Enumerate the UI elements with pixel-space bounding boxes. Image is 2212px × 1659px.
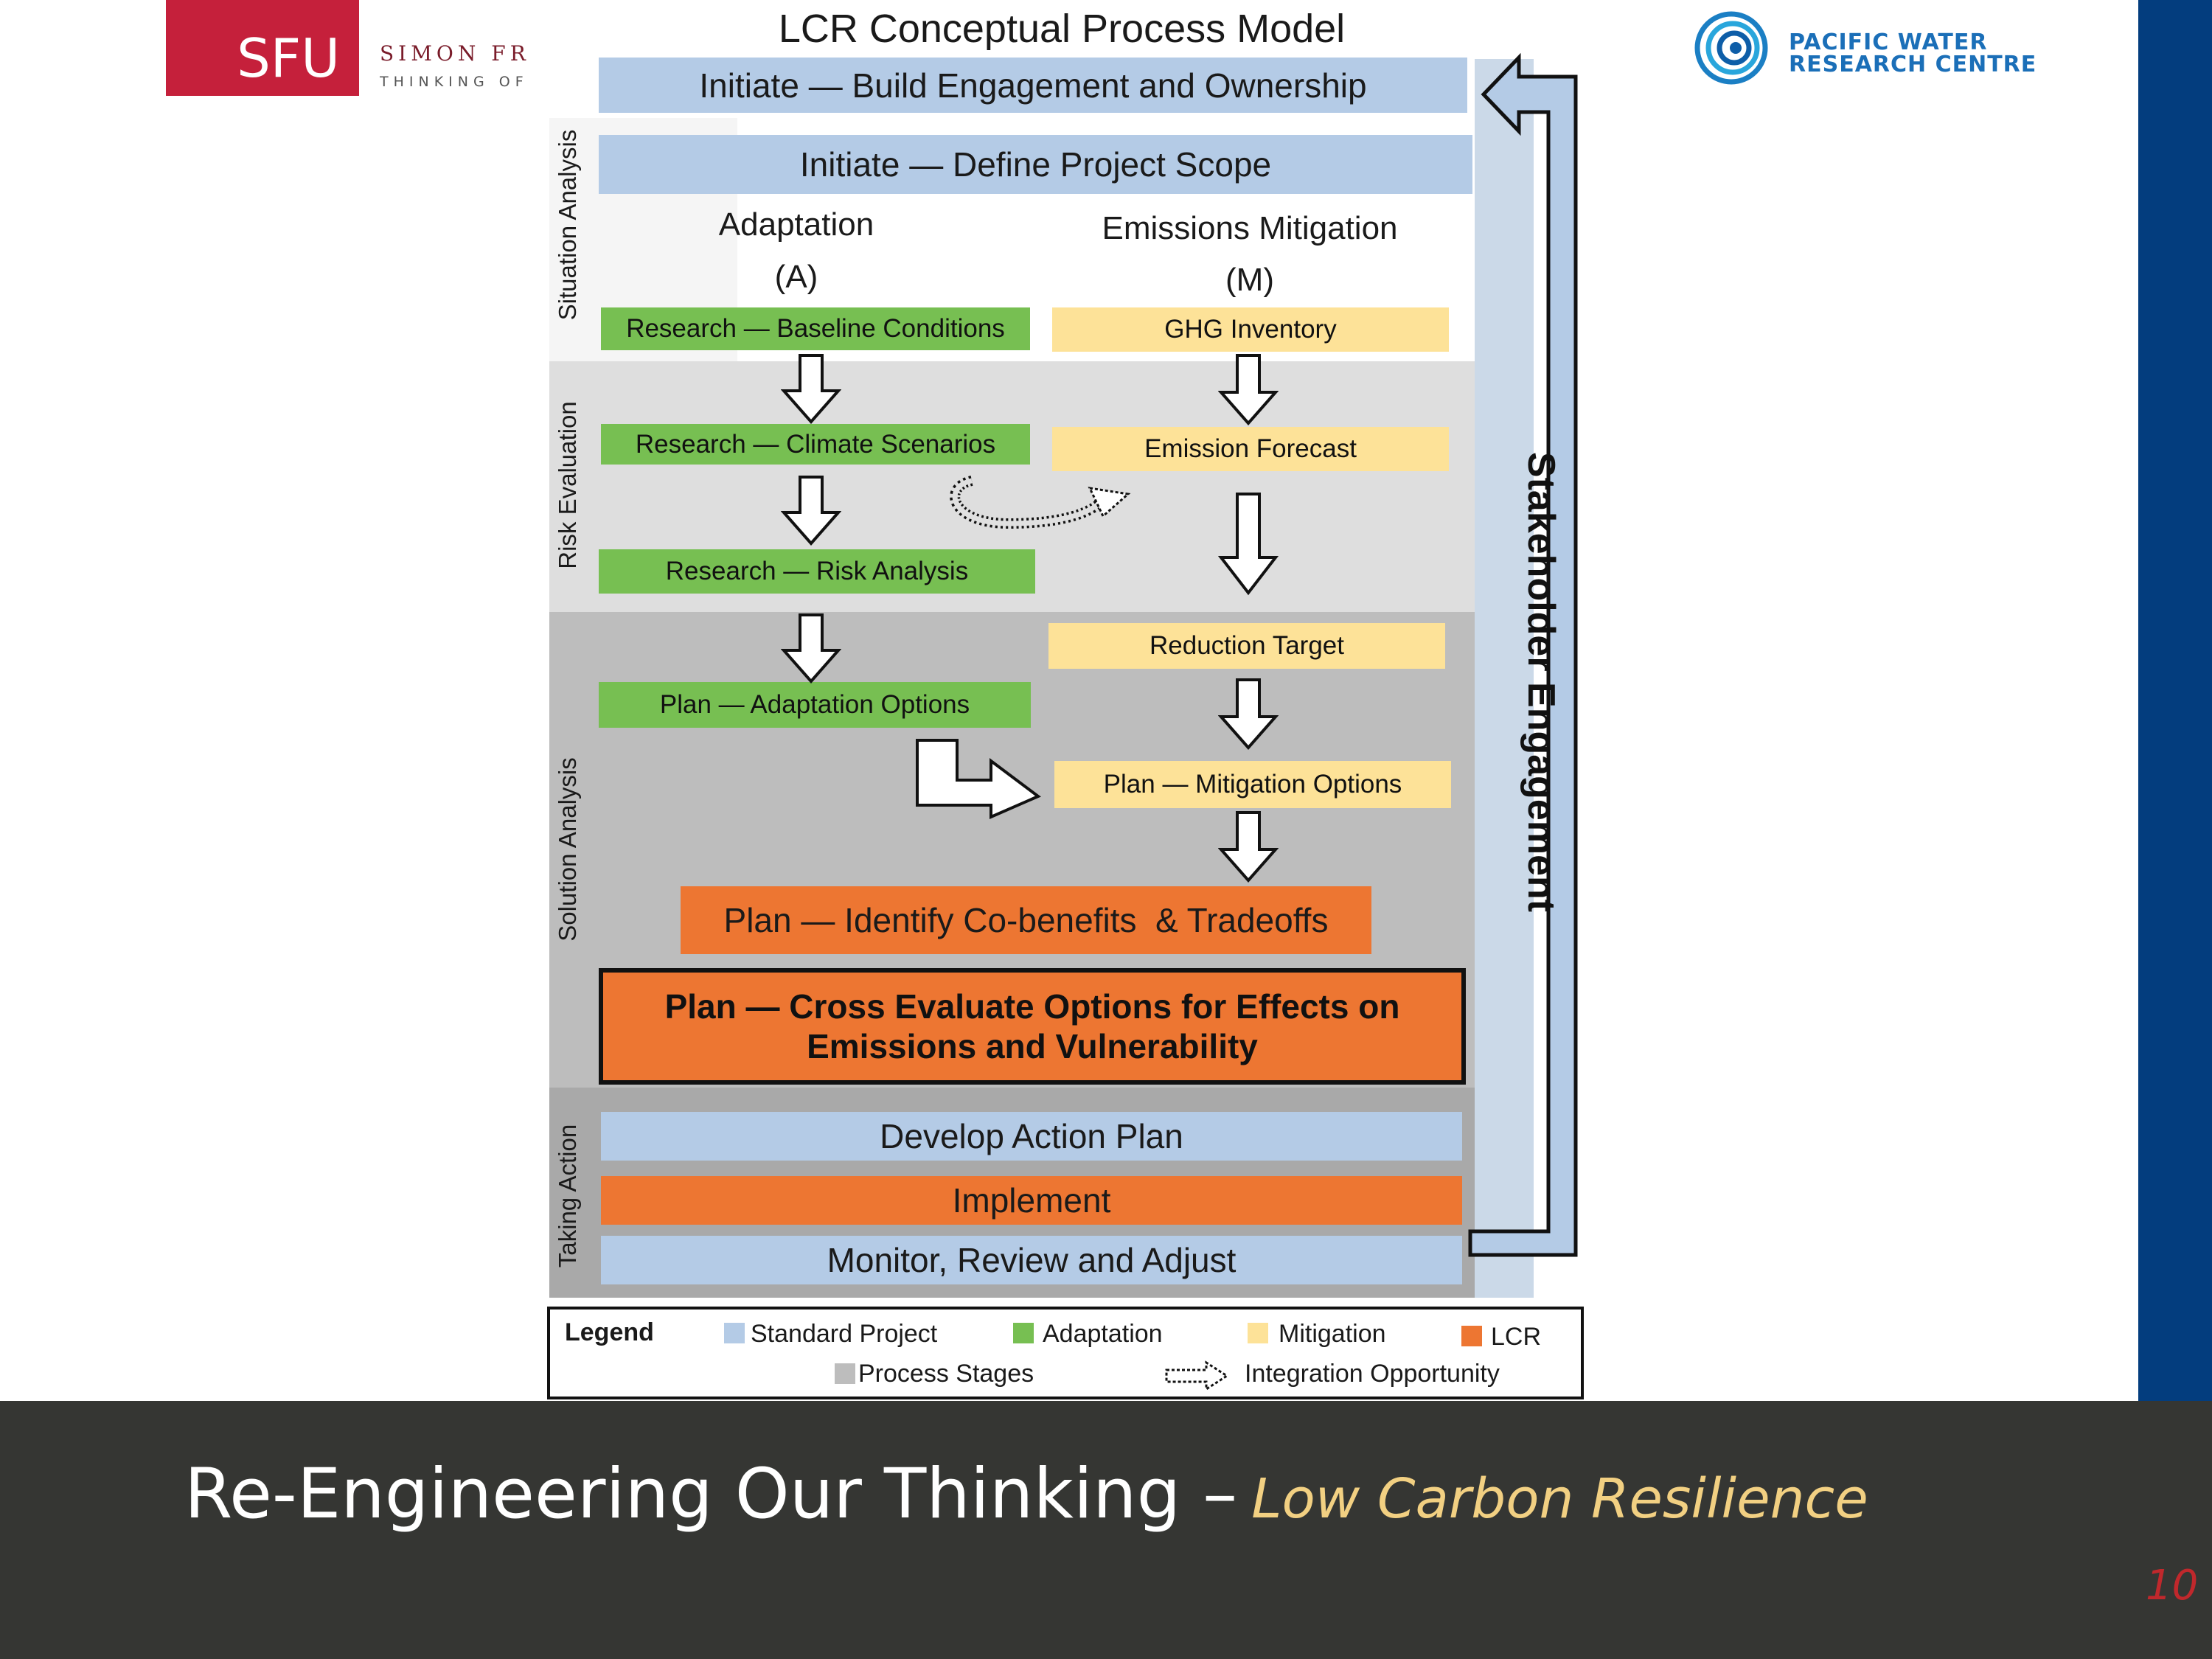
legend-swatch-standard: [724, 1323, 745, 1343]
sfu-logo-mark-text: SFU: [237, 27, 340, 89]
down-arrow-a1: [781, 354, 841, 424]
sfu-logo-line1: SIMON FR: [380, 41, 530, 66]
cross-evaluate-line2: Emissions and Vulnerability: [807, 1027, 1258, 1065]
cross-evaluate-box: Plan — Cross Evaluate Options for Effect…: [599, 968, 1466, 1085]
initiate-engagement-box: Initiate — Build Engagement and Ownershi…: [599, 58, 1467, 113]
develop-action-plan-box: Develop Action Plan: [601, 1112, 1462, 1161]
adaptation-step-climate-scenarios: Research — Climate Scenarios: [601, 424, 1030, 465]
legend-swatch-adaptation: [1013, 1323, 1034, 1343]
mitigation-step-emission-forecast: Emission Forecast: [1052, 427, 1449, 471]
down-arrow-m1: [1218, 354, 1279, 426]
down-arrow-a3: [781, 613, 841, 684]
bent-arrow-adapt-to-mitig: [916, 739, 1041, 820]
initiate-scope-box: Initiate — Define Project Scope: [599, 135, 1472, 194]
mitigation-code: (M): [1225, 262, 1274, 298]
legend-adaptation: Adaptation: [1043, 1320, 1163, 1348]
stage-label-solution: Solution Analysis: [554, 757, 581, 942]
diagram-title: LCR Conceptual Process Model: [778, 7, 1346, 51]
right-accent-bar: [2138, 0, 2212, 1401]
adaptation-step-baseline: Research — Baseline Conditions: [601, 307, 1030, 350]
stage-label-taking-action: Taking Action: [554, 1124, 581, 1268]
legend-mitigation: Mitigation: [1279, 1320, 1386, 1348]
integration-opportunity-arrow: [950, 476, 1131, 529]
adaptation-step-risk-analysis: Research — Risk Analysis: [599, 549, 1035, 594]
stakeholder-loop-arrow: [1468, 52, 1578, 1257]
legend-swatch-lcr: [1461, 1326, 1482, 1346]
legend-title: Legend: [565, 1318, 654, 1346]
swirl-icon: [1694, 11, 1768, 85]
legend-integration-opportunity: Integration Opportunity: [1245, 1360, 1500, 1388]
legend: Legend Standard Project Adaptation Mitig…: [547, 1307, 1584, 1399]
page-number: 10: [2146, 1562, 2199, 1610]
legend-standard-project: Standard Project: [751, 1320, 938, 1348]
sfu-logo: SFU SIMON FR THINKING OF: [166, 0, 539, 96]
stakeholder-engagement-text: Stakeholder Engagement: [1520, 451, 1562, 913]
legend-swatch-process-stages: [835, 1363, 855, 1384]
adaptation-code: (A): [774, 259, 818, 295]
pwrc-logo: PACIFIC WATER RESEARCH CENTRE: [1694, 7, 2037, 88]
mitigation-step-reduction-target: Reduction Target: [1048, 623, 1445, 669]
footer-title-line: Re-Engineering Our Thinking – Low Carbon…: [184, 1454, 1868, 1534]
legend-integration-icon: [1165, 1360, 1229, 1391]
mitigation-heading: Emissions Mitigation: [1102, 210, 1398, 246]
adaptation-heading: Adaptation: [718, 206, 874, 243]
adaptation-step-options: Plan — Adaptation Options: [599, 682, 1031, 728]
down-arrow-m3: [1218, 678, 1279, 751]
legend-lcr: LCR: [1491, 1323, 1542, 1351]
pwrc-logo-line2: RESEARCH CENTRE: [1789, 52, 2037, 77]
stage-label-risk: Risk Evaluation: [554, 401, 581, 569]
down-arrow-m4: [1218, 811, 1279, 883]
co-benefits-box: Plan — Identify Co-benefits & Tradeoffs: [681, 886, 1371, 954]
footer: Re-Engineering Our Thinking – Low Carbon…: [0, 1401, 2212, 1659]
footer-title: Re-Engineering Our Thinking –: [184, 1454, 1238, 1534]
down-arrow-m2: [1218, 493, 1279, 596]
mitigation-step-ghg-inventory: GHG Inventory: [1052, 307, 1449, 352]
sfu-logo-mark: SFU: [166, 0, 359, 96]
stakeholder-column: [1475, 59, 1534, 1298]
mitigation-step-options: Plan — Mitigation Options: [1054, 761, 1451, 808]
legend-swatch-mitigation: [1248, 1323, 1268, 1343]
implement-box: Implement: [601, 1176, 1462, 1225]
monitor-review-box: Monitor, Review and Adjust: [601, 1236, 1462, 1284]
pwrc-logo-line1: PACIFIC WATER: [1789, 29, 1988, 55]
footer-subtitle: Low Carbon Resilience: [1251, 1467, 1868, 1531]
cross-evaluate-line1: Plan — Cross Evaluate Options for Effect…: [664, 987, 1400, 1026]
legend-process-stages: Process Stages: [858, 1360, 1034, 1388]
lcr-diagram: Situation Analysis Risk Evaluation Solut…: [547, 7, 1584, 1399]
sfu-logo-line2: THINKING OF: [380, 74, 529, 90]
stage-label-situation: Situation Analysis: [554, 129, 581, 321]
down-arrow-a2: [781, 476, 841, 546]
